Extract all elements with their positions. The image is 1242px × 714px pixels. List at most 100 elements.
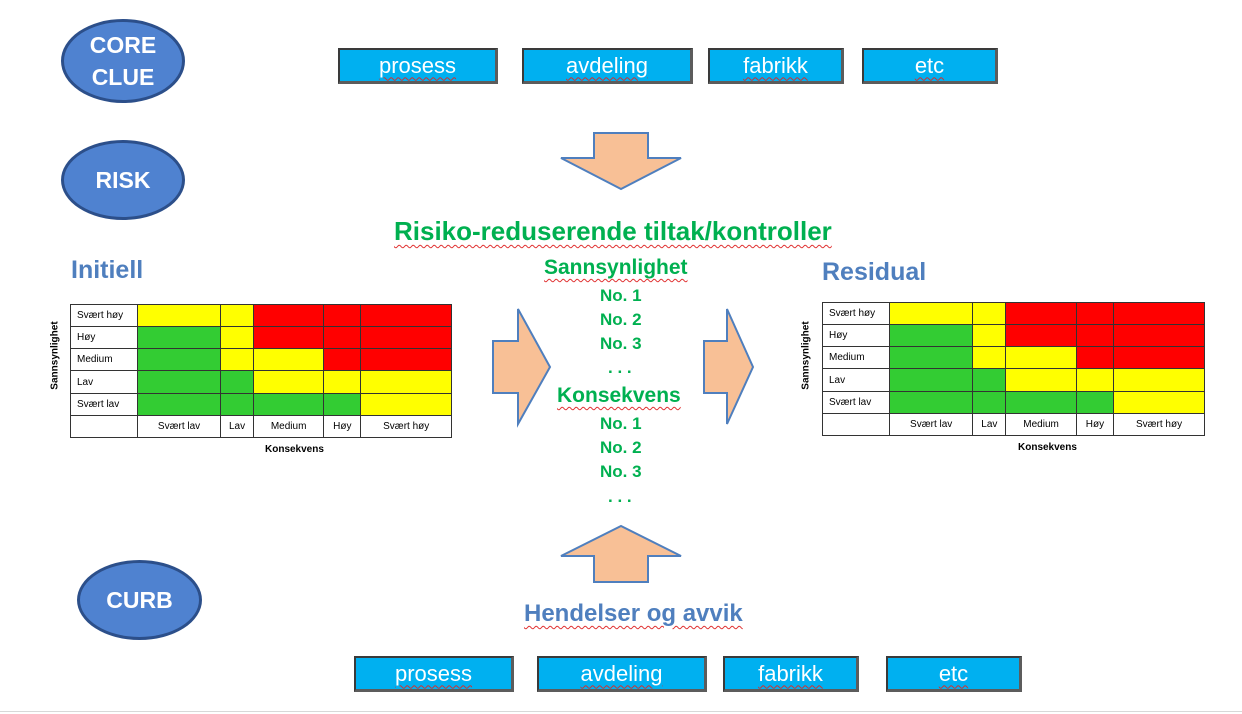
residual-col-label: Svært lav xyxy=(888,412,974,437)
residual-y-axis-label: Sannsynlighet xyxy=(800,321,812,390)
residual-x-axis-label: Konsekvens xyxy=(1018,442,1077,453)
initiell-cell-green xyxy=(136,392,222,416)
residual-matrix-row: Lav xyxy=(822,368,1205,392)
initiell-row-label: Høy xyxy=(70,326,138,350)
bottom-divider xyxy=(0,711,1242,712)
residual-cell-yellow xyxy=(1075,368,1115,392)
initiell-cell-green xyxy=(136,348,222,372)
sannsynlighet-item-3: No. 3 xyxy=(600,334,642,353)
konsekvens-item-3: No. 3 xyxy=(600,462,642,481)
residual-row-label: Lav xyxy=(822,368,890,392)
initiell-x-axis-label: Konsekvens xyxy=(265,444,324,455)
residual-cell-yellow xyxy=(888,301,974,326)
konsekvens-item-1: No. 1 xyxy=(600,414,642,433)
konsekvens-heading: Konsekvens xyxy=(557,384,681,407)
residual-cell-red xyxy=(1075,346,1115,370)
initiell-col-label: Medium xyxy=(252,414,325,439)
initiell-cell-green xyxy=(220,370,254,394)
initiell-matrix-row: Medium xyxy=(70,348,452,372)
residual-cell-green xyxy=(972,390,1007,414)
residual-cell-yellow xyxy=(972,346,1007,370)
residual-cell-yellow xyxy=(972,301,1007,326)
initiell-cell-green xyxy=(323,392,362,416)
sannsynlighet-item-2: No. 2 xyxy=(600,310,642,329)
residual-cell-yellow xyxy=(972,324,1007,348)
residual-col-label: Svært høy xyxy=(1113,412,1205,437)
residual-matrix-row: Medium xyxy=(822,346,1205,370)
residual-cell-red xyxy=(1075,324,1115,348)
residual-row-label: Svært høy xyxy=(822,301,890,326)
initiell-y-axis-label: Sannsynlighet xyxy=(49,321,61,390)
core-clue-label-line1: CORE xyxy=(89,32,157,58)
top-tag-fabrikk: fabrikk xyxy=(708,48,844,84)
residual-cell-green xyxy=(972,368,1007,392)
residual-cell-red xyxy=(1005,324,1077,348)
top-tag-avdeling: avdeling xyxy=(522,48,693,84)
initiell-matrix-row: Svært lav xyxy=(70,392,452,416)
sannsynlighet-item-1: No. 1 xyxy=(600,286,642,305)
residual-cell-red xyxy=(1075,301,1115,326)
residual-cell-red xyxy=(1113,301,1205,326)
initiell-col-label: Høy xyxy=(323,414,362,439)
curb-label: CURB xyxy=(106,587,173,613)
initiell-cell-yellow xyxy=(252,370,325,394)
residual-cell-green xyxy=(1075,390,1115,414)
center-title: Risiko-reduserende tiltak/kontroller xyxy=(394,216,832,246)
residual-cell-green xyxy=(888,368,974,392)
initiell-cell-red xyxy=(323,303,362,328)
residual-cell-red xyxy=(1005,301,1077,326)
initiell-cell-yellow xyxy=(220,303,254,328)
residual-col-label: Lav xyxy=(972,412,1007,437)
initiell-matrix-row: Svært høy xyxy=(70,303,452,328)
initiell-cell-yellow xyxy=(323,370,362,394)
initiell-cell-green xyxy=(136,370,222,394)
initiell-cell-red xyxy=(252,303,325,328)
residual-cell-yellow xyxy=(1113,368,1205,392)
initiell-row-label: Svært høy xyxy=(70,303,138,328)
residual-matrix-row: Svært lav xyxy=(822,390,1205,414)
sannsynlighet-item-ellipsis: . . . xyxy=(608,358,632,377)
bottom-tag-fabrikk: fabrikk xyxy=(723,656,859,692)
residual-cell-green xyxy=(888,324,974,348)
residual-cell-yellow xyxy=(1005,368,1077,392)
residual-cell-yellow xyxy=(1113,390,1205,414)
initiell-col-label: Lav xyxy=(220,414,254,439)
right-arrow-left-icon xyxy=(492,308,552,428)
initiell-col-label: Svært lav xyxy=(136,414,222,439)
initiell-cell-green xyxy=(252,392,325,416)
residual-row-label: Høy xyxy=(822,324,890,348)
up-arrow-icon xyxy=(560,524,682,583)
initiell-cell-red xyxy=(323,348,362,372)
initiell-cell-yellow xyxy=(136,303,222,328)
residual-row-label: Svært lav xyxy=(822,390,890,414)
residual-cell-yellow xyxy=(1005,346,1077,370)
initiell-col-label: Svært høy xyxy=(360,414,452,439)
residual-cell-red xyxy=(1113,346,1205,370)
right-arrow-right-icon xyxy=(703,308,755,425)
sannsynlighet-heading: Sannsynlighet xyxy=(544,256,688,279)
initiell-cell-yellow xyxy=(360,392,452,416)
residual-matrix-row: Svært høy xyxy=(822,301,1205,326)
initiell-cell-yellow xyxy=(220,348,254,372)
core-clue-label-line2: CLUE xyxy=(91,64,155,90)
residual-cell-green xyxy=(888,346,974,370)
residual-cell-red xyxy=(1113,324,1205,348)
initiell-matrix-row: Lav xyxy=(70,370,452,394)
bottom-tag-etc: etc xyxy=(886,656,1022,692)
bottom-tag-prosess: prosess xyxy=(354,656,514,692)
bottom-title: Hendelser og avvik xyxy=(524,600,743,627)
initiell-cell-red xyxy=(360,303,452,328)
top-tag-etc: etc xyxy=(862,48,998,84)
initiell-row-label: Svært lav xyxy=(70,392,138,416)
initiell-cell-red xyxy=(360,348,452,372)
initiell-cell-yellow xyxy=(220,326,254,350)
core-clue-ellipse: CORE CLUE xyxy=(61,19,185,103)
initiell-row-label: Medium xyxy=(70,348,138,372)
initiell-cell-yellow xyxy=(252,348,325,372)
residual-cell-green xyxy=(1005,390,1077,414)
down-arrow-icon xyxy=(560,132,682,191)
curb-ellipse: CURB xyxy=(77,560,202,640)
